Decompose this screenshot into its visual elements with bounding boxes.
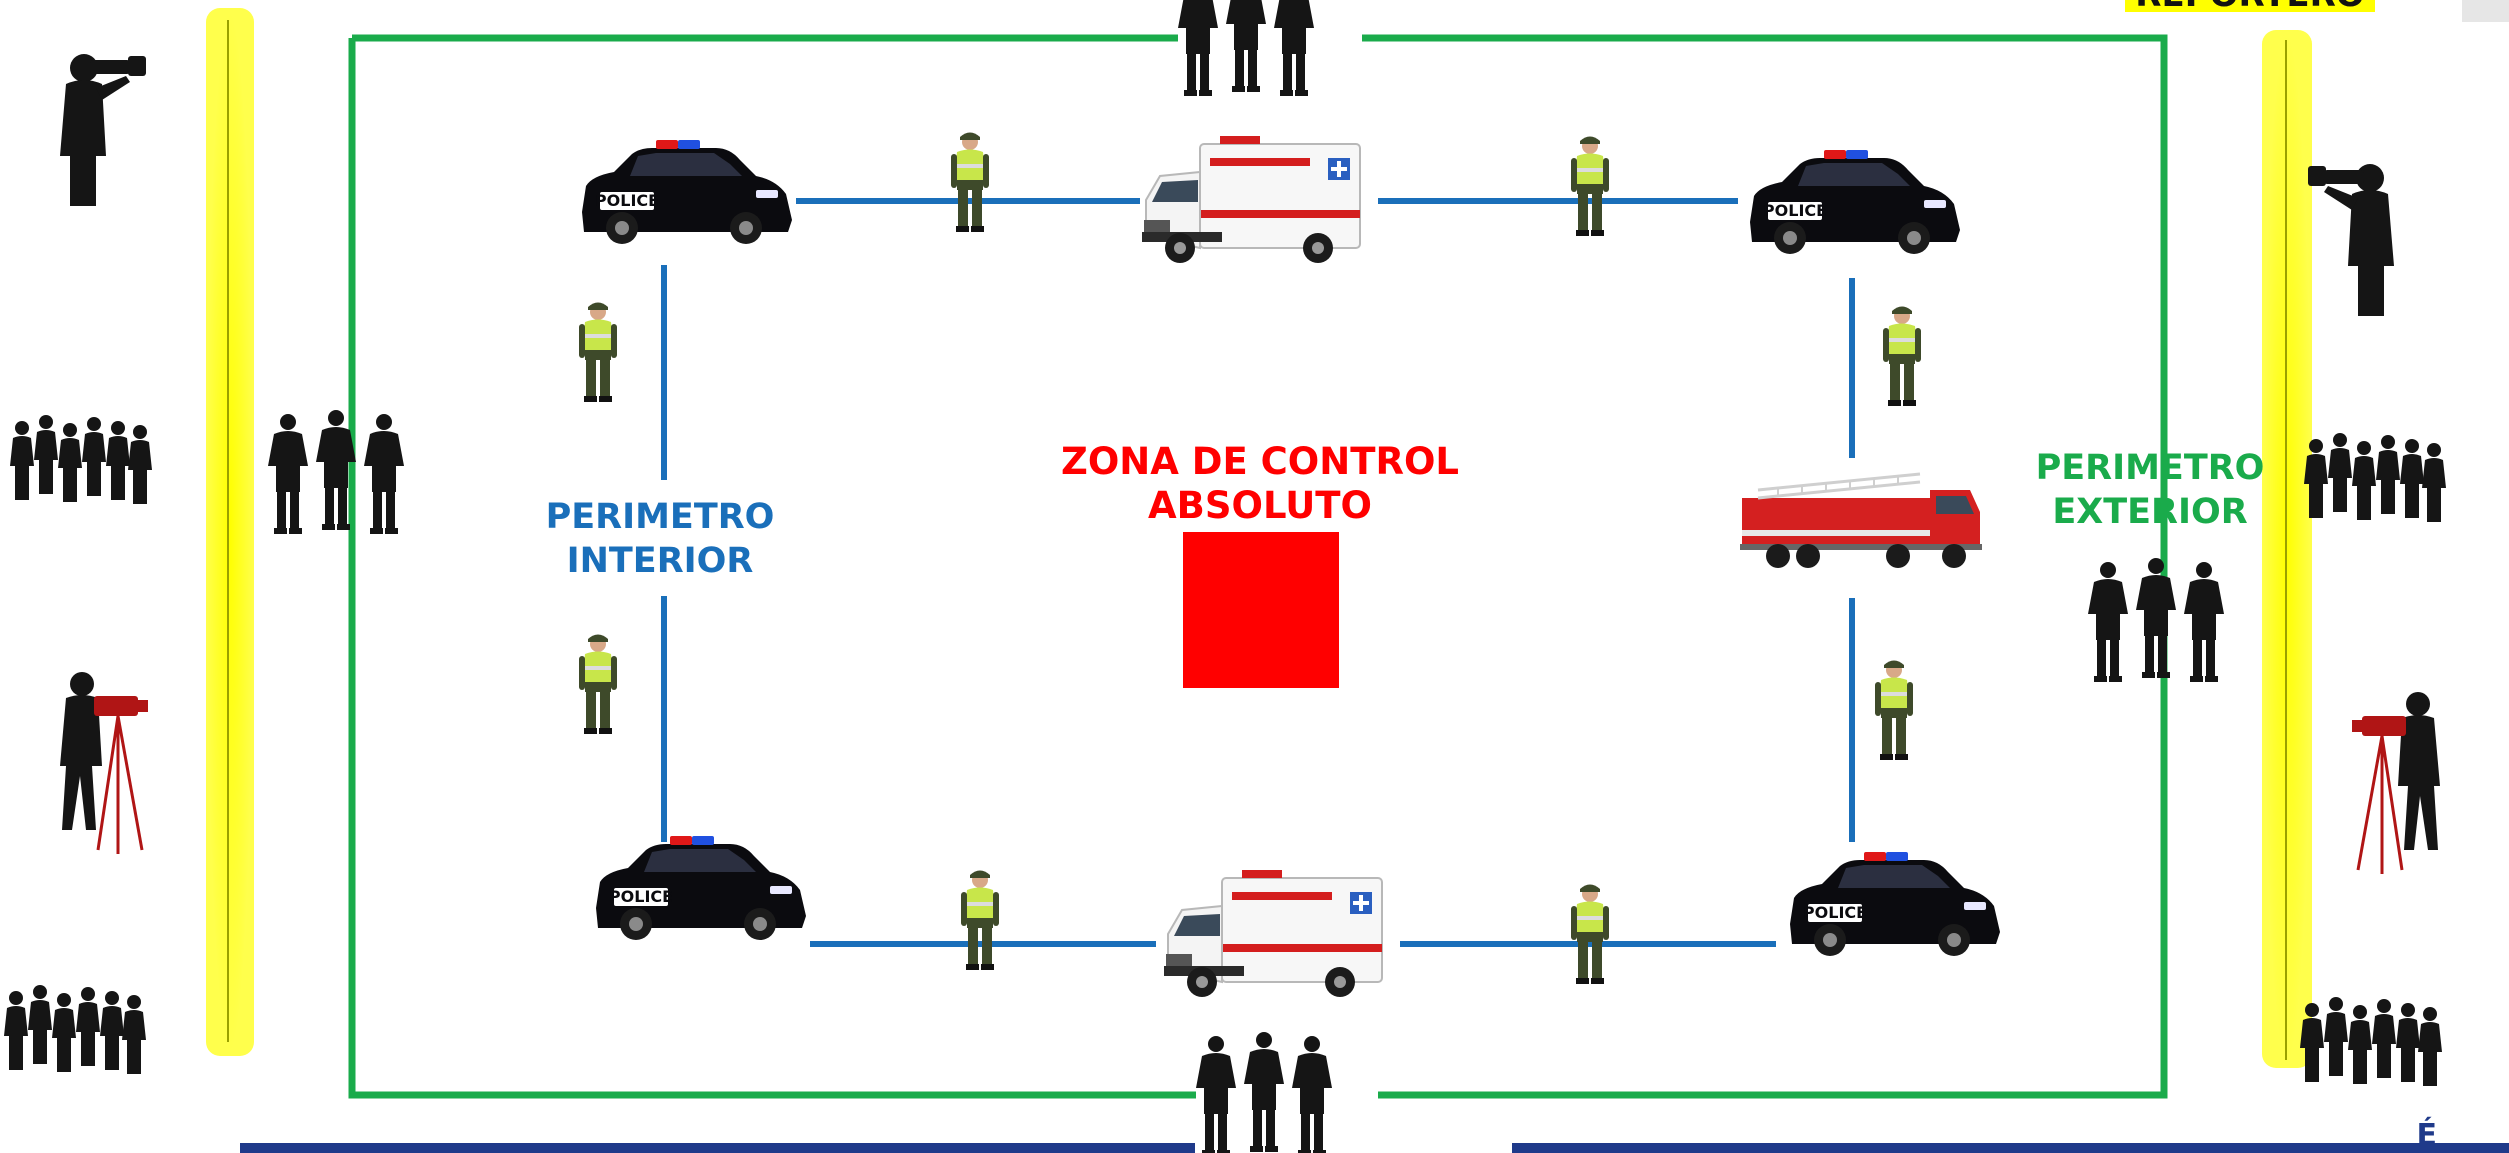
control-zone-label-line2: ABSOLUTO [1148, 484, 1372, 527]
police-group-icon [2088, 558, 2224, 682]
footer-bar-right [1512, 1143, 2509, 1153]
traffic-officer-icon [1883, 306, 1921, 406]
police-car-icon [596, 836, 806, 940]
crowd-icon [10, 415, 152, 504]
police-group-icon [268, 410, 404, 534]
traffic-officer-icon [579, 302, 617, 402]
control-zone-square [1183, 532, 1339, 688]
photographer-icon [2308, 164, 2394, 316]
police-car-icon [582, 140, 792, 244]
exterior-perimeter-label-line2: EXTERIOR [2052, 492, 2248, 532]
exterior-perimeter [348, 34, 2168, 1099]
police-group-icon [1178, 0, 1314, 96]
control-zone-label-line1: ZONA DE CONTROL [1061, 440, 1459, 483]
fire-truck-icon [1738, 472, 1984, 570]
interior-perimeter-label-line1: PERIMETRO [545, 497, 775, 537]
interior-perimeter-label-line2: INTERIOR [566, 541, 754, 581]
traffic-officer-icon [1571, 136, 1609, 236]
police-group-icon [1196, 1032, 1332, 1153]
police-car-icon [1790, 852, 2000, 956]
footer-accent-char: É [2416, 1118, 2438, 1153]
corner-tab [2462, 0, 2509, 22]
cameraman-icon [58, 670, 150, 856]
crowd-icon [2304, 433, 2446, 522]
ambulance-icon [1162, 868, 1384, 999]
exterior-perimeter-label-line1: PERIMETRO [2035, 448, 2265, 488]
traffic-officer-icon [1571, 884, 1609, 984]
reportero-label: REPORTERO [2125, 0, 2375, 12]
ambulance-icon [1140, 134, 1362, 265]
interior-perimeter-label: PERIMETRO INTERIOR [500, 495, 820, 583]
traffic-officer-icon [951, 132, 989, 232]
traffic-officer-icon [1875, 660, 1913, 760]
control-zone-label: ZONA DE CONTROL ABSOLUTO [1000, 440, 1520, 528]
traffic-officer-icon [579, 634, 617, 734]
police-car-icon [1750, 150, 1960, 254]
exterior-perimeter-label: PERIMETRO EXTERIOR [2000, 446, 2300, 534]
cameraman-icon [2350, 690, 2442, 876]
footer-bar-left [240, 1143, 1195, 1153]
photographer-icon [60, 54, 146, 206]
crowd-icon [2300, 997, 2442, 1086]
press-line-left [206, 8, 254, 1056]
crowd-icon [4, 985, 146, 1074]
traffic-officer-icon [961, 870, 999, 970]
